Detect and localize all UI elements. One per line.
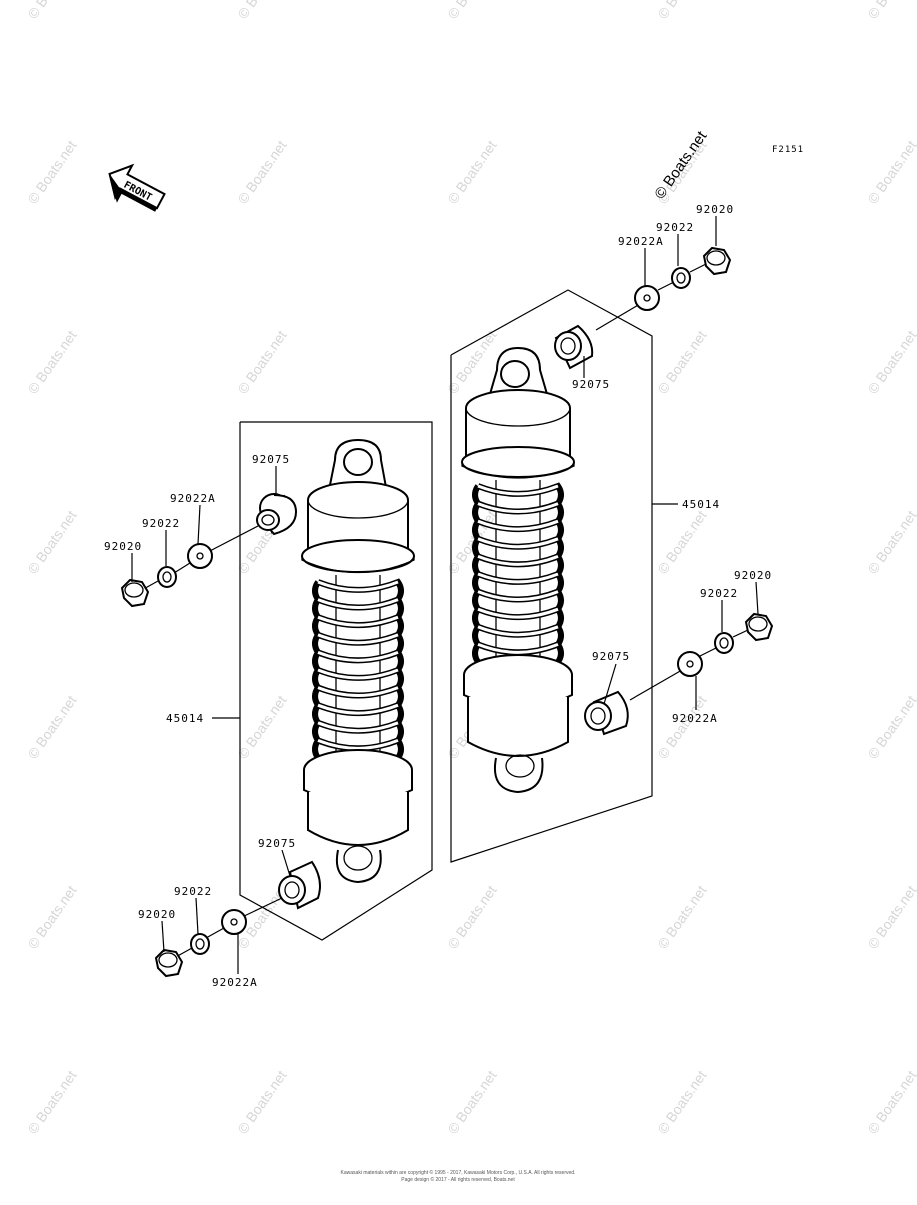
callout-45014-right: 45014 bbox=[682, 498, 720, 511]
watermark-text: © Boats.net bbox=[24, 507, 79, 576]
spring-coil-edge bbox=[317, 668, 399, 680]
watermark-text: © Boats.net bbox=[864, 692, 917, 761]
left-upper-nut-icon bbox=[120, 578, 150, 608]
left-shock-group bbox=[120, 421, 433, 978]
right-spring bbox=[472, 482, 564, 664]
right-assembly-bracket bbox=[450, 289, 653, 863]
watermark-text: © Boats.net bbox=[24, 692, 79, 761]
callout-92022a-right-lower: 92022A bbox=[672, 712, 718, 725]
spring-coil-edge bbox=[477, 484, 559, 496]
left-lower-washer bbox=[190, 933, 210, 955]
watermark-text: © Boats.net bbox=[864, 1067, 917, 1136]
spring-coil-edge bbox=[477, 625, 559, 637]
spring-coil-edge bbox=[477, 502, 559, 514]
spring-coil-edge bbox=[317, 686, 399, 698]
spring-coil-edge bbox=[477, 519, 559, 531]
watermark-text: © Boats.net bbox=[444, 0, 499, 22]
watermark-text: © Boats.net bbox=[444, 882, 499, 951]
spring-coil-edge bbox=[317, 633, 399, 645]
watermark-dark: © Boats.net bbox=[651, 127, 710, 202]
watermark-text: © Boats.net bbox=[24, 882, 79, 951]
callout-92020-right-lower: 92020 bbox=[734, 569, 772, 582]
watermark-text: © Boats.net bbox=[654, 1067, 709, 1136]
front-arrow-icon: FRONT bbox=[108, 163, 166, 212]
right-lower-nut-icon bbox=[744, 612, 774, 642]
right-upper-washer-a bbox=[634, 285, 660, 311]
spring-coil-edge bbox=[477, 572, 559, 584]
callout-leaders bbox=[131, 216, 759, 974]
callout-92075-left-lower: 92075 bbox=[258, 837, 296, 850]
right-lower-bushing bbox=[584, 690, 629, 736]
right-lower-washer bbox=[714, 632, 734, 654]
right-upper-nut-icon bbox=[702, 246, 732, 276]
callout-92022a-left-lower: 92022A bbox=[212, 976, 258, 989]
callout-92022-right-upper: 92022 bbox=[656, 221, 694, 234]
callout-92075-right-upper: 92075 bbox=[572, 378, 610, 391]
watermark-text: © Boats.net bbox=[234, 137, 289, 206]
watermark-text: © Boats.net bbox=[234, 327, 289, 396]
spring-coil-edge bbox=[317, 651, 399, 662]
watermark-text: © Boats.net bbox=[864, 507, 917, 576]
watermark-text: © Boats.net bbox=[24, 0, 79, 22]
spring-coil-edge bbox=[477, 537, 559, 549]
right-shock-group bbox=[450, 246, 774, 863]
spring-coil-edge bbox=[477, 607, 559, 619]
watermark-text: © Boats.net bbox=[654, 507, 709, 576]
watermark-text: © Boats.net bbox=[234, 1067, 289, 1136]
watermark-text: © Boats.net bbox=[654, 882, 709, 951]
watermark-text: © Boats.net bbox=[654, 327, 709, 396]
right-upper-washer bbox=[671, 267, 691, 289]
right-lower-washer-a bbox=[677, 651, 703, 677]
left-spring bbox=[312, 578, 404, 760]
callout-92020-left-upper: 92020 bbox=[104, 540, 142, 553]
callout-45014-left: 45014 bbox=[166, 712, 204, 725]
callout-92022-right-lower: 92022 bbox=[700, 587, 738, 600]
watermark-text: © Boats.net bbox=[864, 882, 917, 951]
footer-copyright: Kawasaki materials within are copyright … bbox=[341, 1169, 576, 1176]
watermark-text: © Boats.net bbox=[654, 692, 709, 761]
watermark-text: © Boats.net bbox=[234, 0, 289, 22]
callout-92022a-left-upper: 92022A bbox=[170, 492, 216, 505]
watermark-text: © Boats.net bbox=[864, 327, 917, 396]
figure-code: F2151 bbox=[772, 145, 804, 155]
left-upper-washer bbox=[157, 566, 177, 588]
callout-92075-left-upper: 92075 bbox=[252, 453, 290, 466]
watermark-text: © Boats.net bbox=[24, 137, 79, 206]
spring-coil-edge bbox=[317, 721, 399, 733]
watermark-text: © Boats.net bbox=[444, 137, 499, 206]
watermark-text: © Boats.net bbox=[864, 0, 917, 22]
spring-coil-edge bbox=[317, 598, 399, 610]
watermark-text: © Boats.net bbox=[444, 1067, 499, 1136]
callout-92075-right-lower: 92075 bbox=[592, 650, 630, 663]
left-lower-nut-icon bbox=[154, 948, 184, 978]
spring-coil-edge bbox=[477, 643, 559, 654]
watermark-text: © Boats.net bbox=[24, 327, 79, 396]
callout-92022-left-upper: 92022 bbox=[142, 517, 180, 530]
spring-coil-edge bbox=[317, 703, 399, 715]
callout-92022a-right-upper: 92022A bbox=[618, 235, 664, 248]
footer-page-design: Page design © 2017 - All rights reserved… bbox=[401, 1176, 515, 1183]
spring-coil-edge bbox=[317, 580, 399, 592]
left-upper-washer-a bbox=[187, 543, 213, 569]
spring-coil-edge bbox=[317, 615, 399, 627]
callout-92020-left-lower: 92020 bbox=[138, 908, 176, 921]
watermark-text: © Boats.net bbox=[864, 137, 917, 206]
spring-coil-edge bbox=[477, 590, 559, 602]
left-lower-washer-a bbox=[221, 909, 247, 935]
spring-coil-edge bbox=[317, 739, 399, 750]
left-lower-bushing bbox=[278, 860, 321, 910]
spring-coil-edge bbox=[477, 555, 559, 566]
watermark-text: © Boats.net bbox=[234, 692, 289, 761]
watermark-text: © Boats.net bbox=[24, 1067, 79, 1136]
callout-92020-right-upper: 92020 bbox=[696, 203, 734, 216]
watermark-text: © Boats.net bbox=[654, 0, 709, 22]
right-upper-bushing bbox=[554, 324, 594, 370]
left-upper-bushing bbox=[256, 493, 298, 536]
left-assembly-bracket bbox=[239, 421, 433, 941]
callout-92022-left-lower: 92022 bbox=[174, 885, 212, 898]
